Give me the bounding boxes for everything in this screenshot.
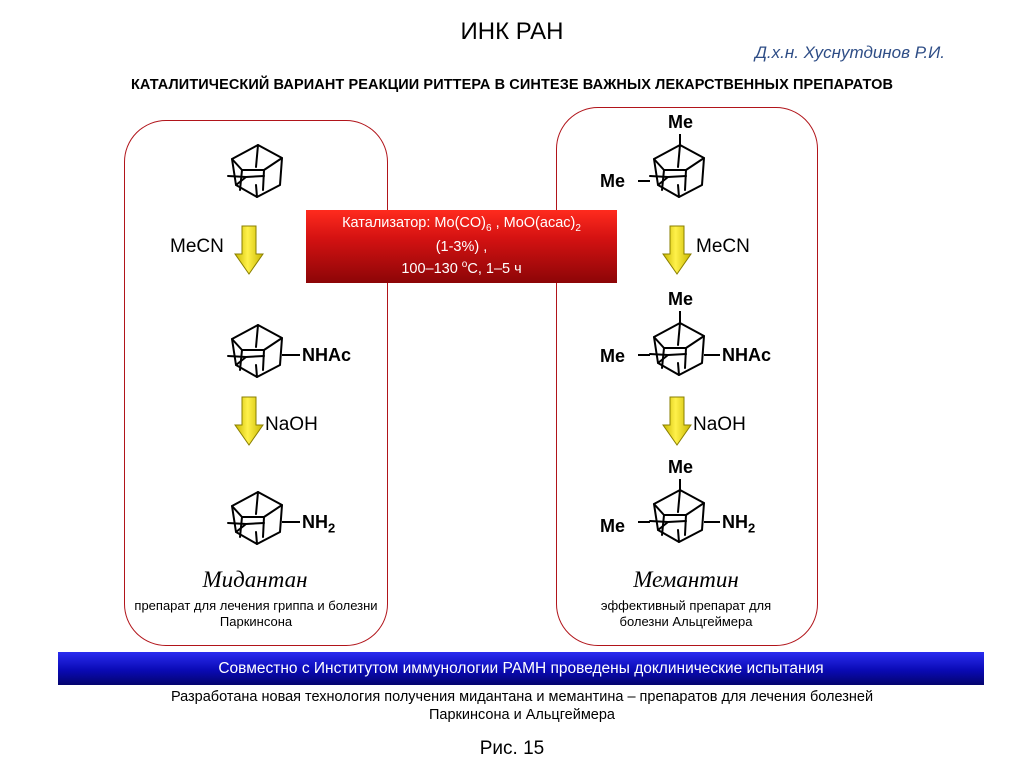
right-panel (556, 107, 818, 646)
me-label-top: Me (668, 457, 694, 477)
author-name: Д.х.н. Хуснутдинов Р.И. (754, 43, 946, 62)
reaction-arrow (662, 396, 692, 446)
acetamido-dimethyladamantane-structure (649, 322, 705, 376)
org-title: ИНК РАН (460, 18, 564, 45)
reagent-mecn-left: MeCN (170, 236, 224, 257)
drug-name-midantan: Мидантан (202, 567, 308, 592)
reaction-arrow (234, 225, 264, 275)
me-label-top: Me (668, 112, 694, 132)
me-label-top: Me (668, 289, 694, 309)
memantine-structure (649, 489, 705, 543)
nh2-label-left: NH2 (302, 512, 336, 536)
catalyst-line: Катализатор: Mo(CO)6 , MoO(acac)2 (342, 215, 581, 234)
nhac-label-left: NHAc (302, 345, 352, 365)
me-label-side: Me (600, 516, 626, 536)
summary-text: Разработана новая технология получения м… (170, 689, 874, 723)
reagent-mecn-right: MeCN (696, 236, 750, 257)
nh2-label-right: NH2 (722, 512, 756, 536)
reaction-arrow (662, 225, 692, 275)
dimethyladamantane-structure (649, 144, 705, 198)
adamantane-structure (227, 144, 283, 198)
reagent-naoh-left: NaOH (265, 414, 318, 435)
reaction-conditions: 100–130 oC, 1–5 ч (401, 258, 522, 277)
nhac-label-right: NHAc (722, 345, 772, 365)
reaction-arrow (234, 396, 264, 446)
left-panel (124, 120, 388, 646)
catalyst-box: Катализатор: Mo(CO)6 , MoO(acac)2 (1-3%)… (306, 210, 617, 283)
trials-banner: Совместно с Институтом иммунологии РАМН … (58, 652, 984, 685)
reagent-naoh-right: NaOH (693, 414, 746, 435)
amantadine-structure (227, 491, 283, 545)
figure-caption: Рис. 15 (479, 738, 545, 759)
acetamidoadamantane-structure (227, 324, 283, 378)
slide-heading: КАТАЛИТИЧЕСКИЙ ВАРИАНТ РЕАКЦИИ РИТТЕРА В… (130, 77, 894, 93)
catalyst-loading: (1-3%) , (435, 238, 488, 255)
me-label-side: Me (600, 171, 626, 191)
drug-name-memantine: Мемантин (633, 567, 739, 592)
me-label-side: Me (600, 346, 626, 366)
